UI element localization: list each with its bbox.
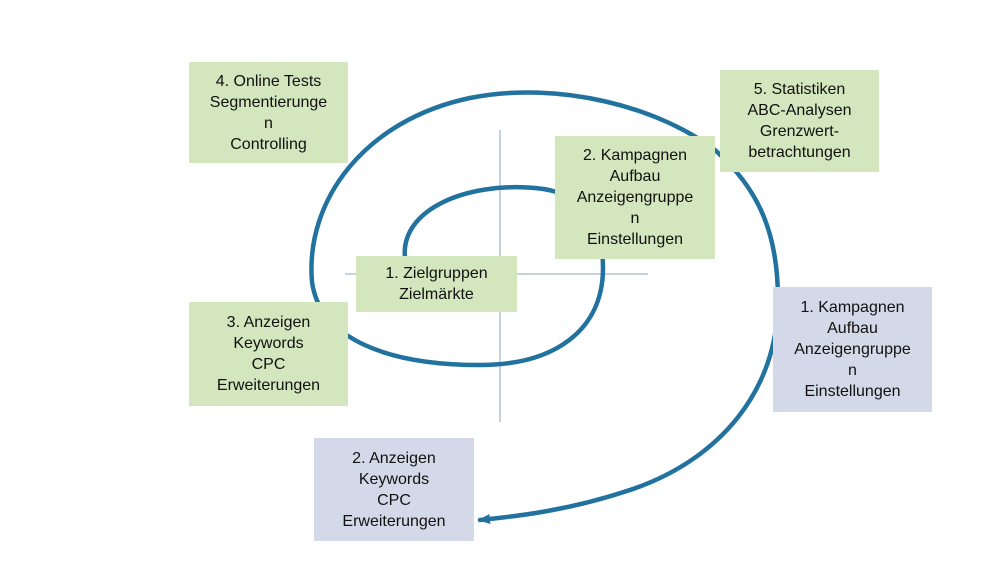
box-kampagnen-inner: 2. Kampagnen Aufbau Anzeigengruppe n Ein… bbox=[555, 136, 715, 259]
box-anzeigen-inner: 3. Anzeigen Keywords CPC Erweiterungen bbox=[189, 302, 348, 406]
box-online-tests: 4. Online Tests Segmentierunge n Control… bbox=[189, 62, 348, 163]
box-anzeigen-next: 2. Anzeigen Keywords CPC Erweiterungen bbox=[314, 438, 474, 541]
box-kampagnen-next: 1. Kampagnen Aufbau Anzeigengruppe n Ein… bbox=[773, 287, 932, 412]
box-statistiken: 5. Statistiken ABC-Analysen Grenzwert- b… bbox=[720, 70, 879, 172]
box-zielgruppen: 1. Zielgruppen Zielmärkte bbox=[356, 256, 517, 312]
